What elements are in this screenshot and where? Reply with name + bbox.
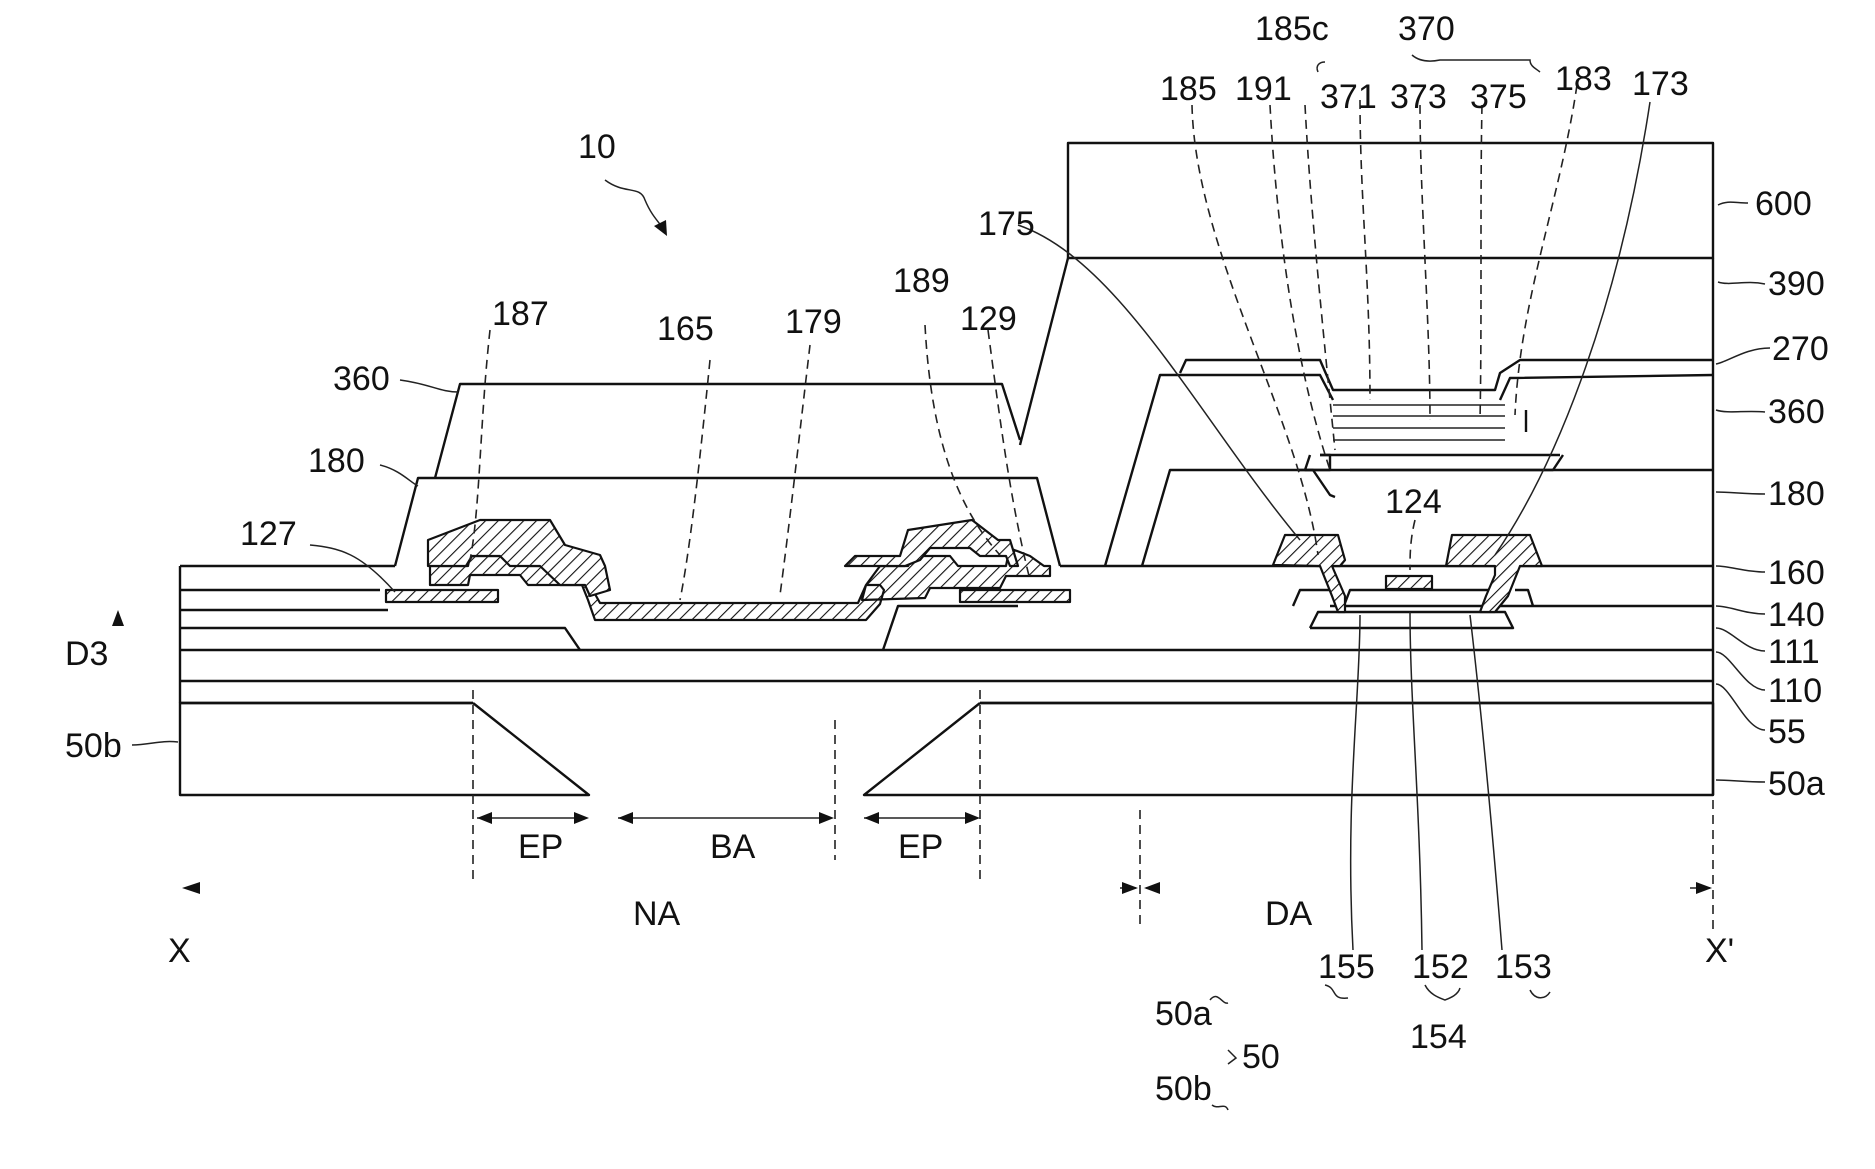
label-124: 124 [1385, 483, 1442, 521]
label-X: X [168, 932, 191, 970]
label-111: 111 [1768, 633, 1820, 671]
label-173: 173 [1632, 65, 1689, 103]
label-155: 155 [1318, 948, 1375, 986]
ep-left-arrow [477, 812, 589, 824]
label-50b-left: 50b [65, 727, 122, 765]
layer-360-left [435, 384, 1020, 478]
label-assembly-10: 10 [578, 128, 616, 166]
ba-arrow [618, 812, 834, 824]
label-152: 152 [1412, 948, 1469, 986]
substrate-50a [864, 703, 1713, 795]
label-55: 55 [1768, 713, 1806, 751]
label-DA: DA [1265, 895, 1313, 933]
label-EP-left: EP [518, 828, 563, 866]
label-191: 191 [1235, 70, 1292, 108]
layer-140-160-right [883, 566, 1713, 650]
label-360-left: 360 [333, 360, 390, 398]
pixel-electrode-191 [1298, 455, 1563, 470]
emission-layers-370 [1333, 405, 1505, 440]
label-373: 373 [1390, 78, 1447, 116]
label-270: 270 [1772, 330, 1829, 368]
label-390: 390 [1768, 265, 1825, 303]
label-D3: D3 [65, 635, 108, 673]
source-electrode-173 [1273, 535, 1345, 612]
label-127: 127 [240, 515, 297, 553]
label-189: 189 [893, 262, 950, 300]
label-140: 140 [1768, 596, 1825, 634]
label-NA: NA [633, 895, 681, 933]
drain-electrode-175 [1446, 535, 1542, 612]
label-50b-legend: 50b [1155, 1070, 1212, 1108]
label-183: 183 [1555, 60, 1612, 98]
label-153: 153 [1495, 948, 1552, 986]
label-360-right: 360 [1768, 393, 1825, 431]
label-600: 600 [1755, 185, 1812, 223]
slope-to-window [1020, 258, 1068, 445]
label-371: 371 [1320, 78, 1377, 116]
label-160: 160 [1768, 554, 1825, 592]
assembly-arrow [605, 180, 667, 236]
layer-140-160-left [180, 566, 580, 650]
label-129: 129 [960, 300, 1017, 338]
label-179: 179 [785, 303, 842, 341]
label-BA: BA [710, 828, 756, 866]
window-600 [1068, 143, 1713, 258]
label-EP-right: EP [898, 828, 943, 866]
pad-129 [960, 590, 1070, 602]
label-180-right: 180 [1768, 475, 1825, 513]
label-50-legend: 50 [1242, 1038, 1280, 1076]
substrate-50b [180, 703, 589, 795]
label-375: 375 [1470, 78, 1527, 116]
label-370: 370 [1398, 10, 1455, 48]
ep-right-arrow [864, 812, 980, 824]
label-175: 175 [978, 205, 1035, 243]
label-187: 187 [492, 295, 549, 333]
layer-55 [180, 681, 1713, 703]
label-165: 165 [657, 310, 714, 348]
label-180-left: 180 [308, 442, 365, 480]
label-110: 110 [1768, 672, 1822, 710]
label-185c: 185c [1255, 10, 1329, 48]
label-50a-right: 50a [1768, 765, 1825, 803]
pad-127 [386, 590, 498, 602]
gate-124 [1386, 576, 1432, 589]
d3-axis-arrow [112, 610, 124, 626]
label-154: 154 [1410, 1018, 1467, 1056]
na-da-arrows [182, 882, 1712, 894]
label-185: 185 [1160, 70, 1217, 108]
label-X-prime: X' [1705, 932, 1734, 970]
right-leaders [1716, 202, 1770, 782]
label-50a-legend: 50a [1155, 995, 1212, 1033]
